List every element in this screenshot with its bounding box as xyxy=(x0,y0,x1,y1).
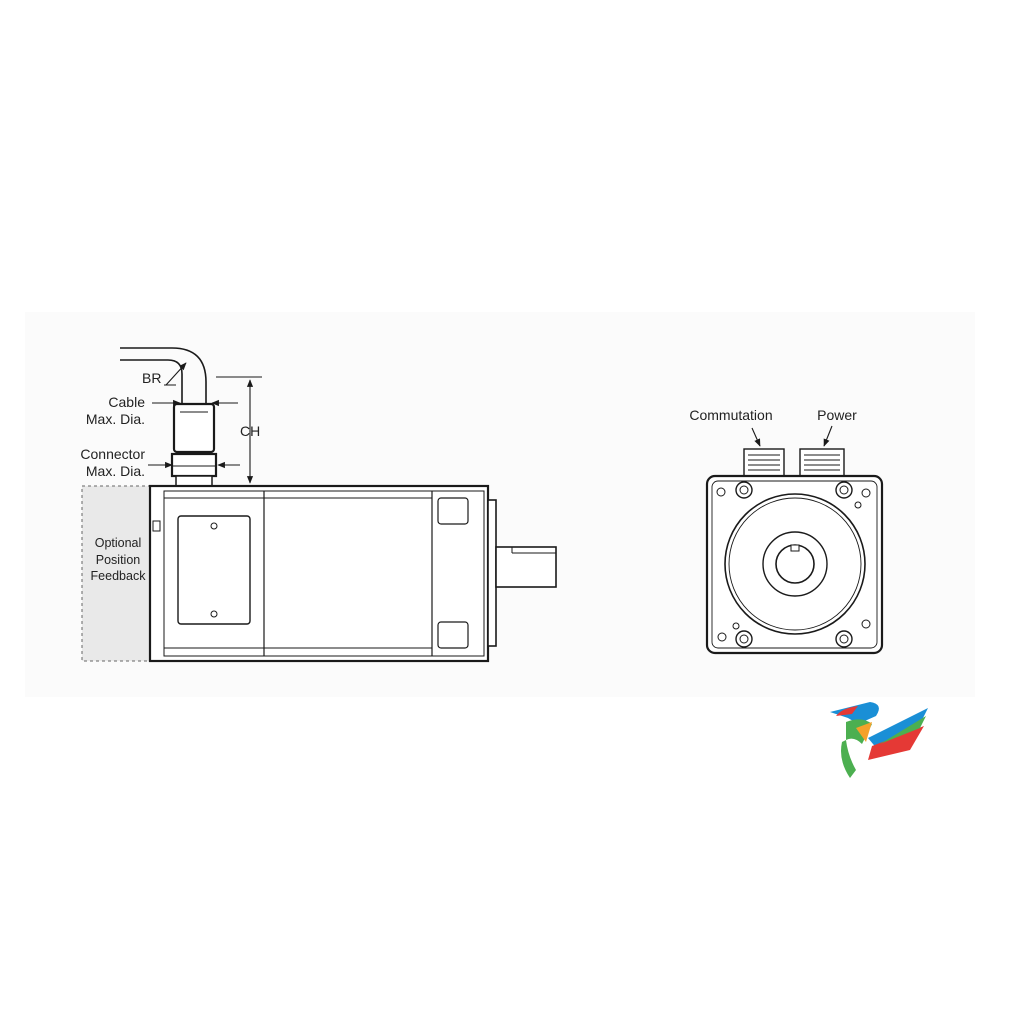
label-connector-height: CH xyxy=(240,423,260,439)
label-cable-line2: Max. Dia. xyxy=(86,411,145,427)
motor-body xyxy=(148,484,490,663)
brand-logo xyxy=(830,702,928,778)
optional-position-feedback-box xyxy=(81,485,151,662)
side-view xyxy=(81,347,557,663)
shaft xyxy=(495,546,557,588)
label-feedback-line1: Optional xyxy=(95,536,142,550)
connector-collar xyxy=(170,452,218,478)
mounting-hole xyxy=(735,630,753,648)
label-power: Power xyxy=(817,407,857,423)
pilot xyxy=(487,499,497,647)
mounting-hole xyxy=(835,481,853,499)
connector-body xyxy=(172,402,216,454)
label-commutation: Commutation xyxy=(689,407,772,423)
commutation-connector xyxy=(743,448,785,478)
access-plate xyxy=(177,515,251,625)
power-connector xyxy=(799,448,845,478)
mounting-hole xyxy=(735,481,753,499)
label-connector-line1: Connector xyxy=(80,446,145,462)
label-connector-line2: Max. Dia. xyxy=(86,463,145,479)
cable xyxy=(120,347,207,404)
flange xyxy=(705,474,884,655)
end-view xyxy=(705,425,884,655)
mounting-hole xyxy=(835,630,853,648)
label-feedback-line2: Position xyxy=(96,553,141,567)
pilot-circle xyxy=(724,493,866,635)
label-bend-radius: BR xyxy=(142,370,161,386)
label-feedback-line3: Feedback xyxy=(91,569,147,583)
label-cable-line1: Cable xyxy=(108,394,145,410)
